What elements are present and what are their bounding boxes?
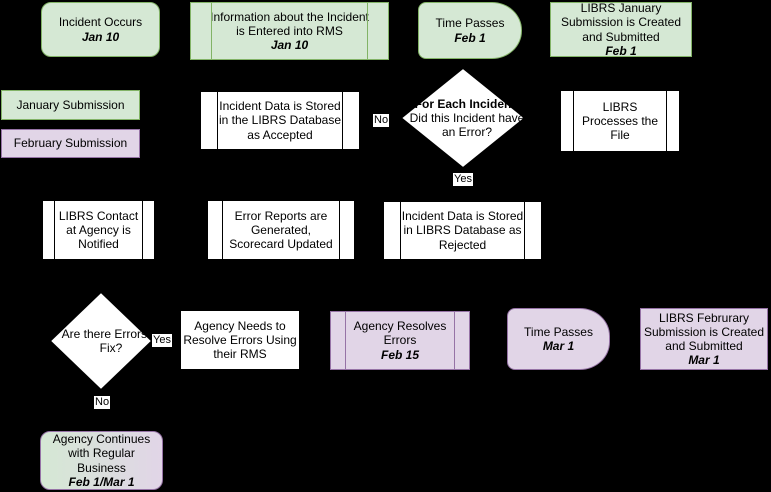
node-text: Time Passes xyxy=(524,324,593,339)
node-incident-occurs: Incident Occurs Jan 10 xyxy=(41,2,160,57)
node-time-passes-feb1: Time Passes Feb 1 xyxy=(418,2,522,59)
node-date: Feb 1/Mar 1 xyxy=(68,474,135,489)
node-date: Jan 10 xyxy=(81,29,120,44)
node-error-decision: For Each Incident: Did this Incident hav… xyxy=(401,68,525,168)
node-librs-processes-file: LIBRS Processes the File xyxy=(560,90,680,152)
node-label: Information about the Incident is Entere… xyxy=(209,10,370,52)
node-librs-january-submission: LIBRS January Submission is Created and … xyxy=(550,1,692,58)
node-label: LIBRS January Submission is Created and … xyxy=(554,1,688,58)
node-time-passes-mar1: Time Passes Mar 1 xyxy=(507,308,610,370)
node-text: Information about the Incident is Entere… xyxy=(210,9,369,38)
legend-january-submission: January Submission xyxy=(1,90,140,120)
edge-label-decision1-no: No xyxy=(373,114,390,127)
node-incident-rejected: Incident Data is Stored in LIBRS Databas… xyxy=(383,201,542,260)
node-info-entered-rms: Information about the Incident is Entere… xyxy=(190,2,389,60)
node-text: LIBRS January Submission is Created and … xyxy=(560,1,682,44)
node-label: Agency Resolves Errors Feb 15 xyxy=(347,319,453,361)
node-error-reports: Error Reports are Generated, Scorecard U… xyxy=(207,200,355,260)
node-label: Incident Occurs Jan 10 xyxy=(42,15,159,43)
diamond-shape-icon xyxy=(401,68,525,168)
node-date: Feb 1 xyxy=(605,43,637,58)
node-date: Feb 1 xyxy=(454,30,486,45)
node-label: Incident Data is Stored in LIBRS Databas… xyxy=(401,209,524,252)
edge-label-decision2-no: No xyxy=(94,396,111,409)
node-text-bold: For Each Incident: xyxy=(414,96,520,111)
node-text: Time Passes xyxy=(435,16,505,31)
legend-label: January Submission xyxy=(16,97,125,112)
node-fix-decision: Are there Errors to Fix? xyxy=(50,292,160,390)
node-text: Did this Incident have an Error? xyxy=(409,110,525,140)
node-incident-accepted: Incident Data is Stored in the LIBRS Dat… xyxy=(200,91,360,150)
node-agency-needs-resolve: Agency Needs to Resolve Errors Using the… xyxy=(180,310,300,370)
node-label: LIBRS Processes the File xyxy=(581,99,659,143)
node-text: Are there Errors to Fix? xyxy=(61,326,161,355)
edge-label-decision2-yes: Yes xyxy=(152,334,172,347)
node-text: Agency Continues with Regular Business xyxy=(52,432,151,475)
node-label: LIBRS Contact at Agency is Notified xyxy=(58,208,139,252)
node-label: Incident Data is Stored in the LIBRS Dat… xyxy=(218,99,342,142)
node-label: Time Passes Feb 1 xyxy=(419,16,521,44)
legend-february-submission: February Submission xyxy=(1,129,140,158)
node-text: Incident Occurs xyxy=(58,15,143,30)
node-label: For Each Incident: Did this Incident hav… xyxy=(401,68,533,168)
node-label: Agency Continues with Regular Business F… xyxy=(47,432,156,489)
node-label: Are there Errors to Fix? xyxy=(50,292,172,390)
node-agency-resolves-errors: Agency Resolves Errors Feb 15 xyxy=(330,311,470,370)
node-text: LIBRS Februrary Submission is Created an… xyxy=(643,310,765,353)
node-date: Jan 10 xyxy=(270,38,309,53)
node-label: LIBRS Februrary Submission is Created an… xyxy=(642,311,766,368)
legend-label: February Submission xyxy=(13,136,128,151)
node-text: Agency Resolves Errors xyxy=(353,319,447,348)
node-label: Error Reports are Generated, Scorecard U… xyxy=(229,208,333,252)
diamond-shape-icon xyxy=(50,292,152,390)
node-label: Time Passes Mar 1 xyxy=(508,325,609,353)
node-librs-contact-notified: LIBRS Contact at Agency is Notified xyxy=(42,200,155,260)
node-agency-continues: Agency Continues with Regular Business F… xyxy=(40,431,163,490)
node-librs-february-submission: LIBRS Februrary Submission is Created an… xyxy=(640,308,768,370)
node-date: Mar 1 xyxy=(688,353,720,368)
edge-label-decision1-yes: Yes xyxy=(453,173,473,186)
node-date: Mar 1 xyxy=(542,339,575,353)
node-date: Feb 15 xyxy=(380,347,419,362)
node-label: Agency Needs to Resolve Errors Using the… xyxy=(183,318,297,362)
